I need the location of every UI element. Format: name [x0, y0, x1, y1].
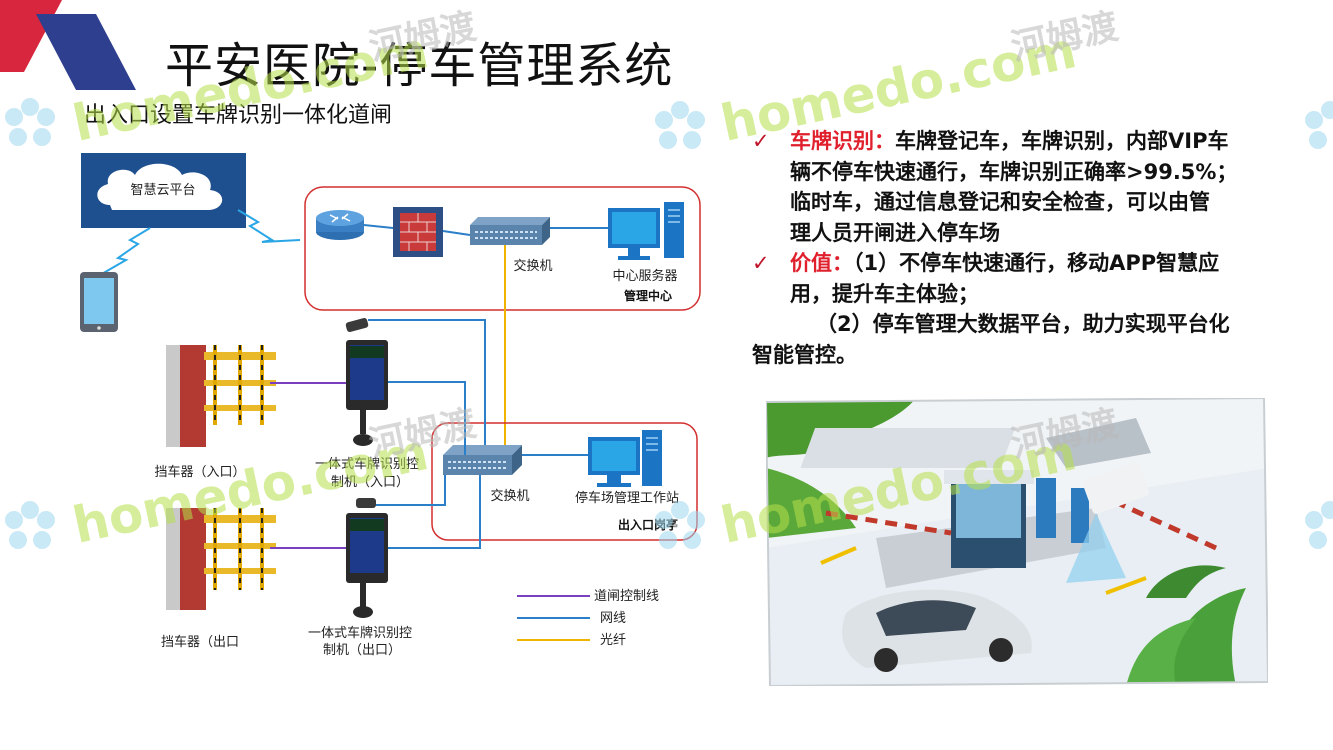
workstation-icon	[588, 430, 662, 487]
wireless-link-icon	[237, 209, 301, 243]
parking-lot-photo	[766, 398, 1268, 686]
bullet-text: 智能管控。	[752, 342, 857, 367]
bullet-text: （1）不停车快速通行，移动APP智慧应	[853, 251, 1220, 275]
bullet-plate-recognition: ✓ 车牌识别：车牌登记车，车牌识别，内部VIP车	[752, 126, 1312, 157]
switch-bottom-label: 交换机	[490, 488, 529, 504]
page-subtitle: 出入口设置车牌识别一体化道闸	[84, 103, 393, 128]
tablet-icon	[80, 272, 118, 332]
barrier-entry-label: 挡车器（入口）	[154, 464, 245, 480]
controller-entry-icon	[345, 317, 388, 446]
net-line-controller-entry	[388, 381, 466, 455]
bullet-value: ✓ 价值：（1）不停车快速通行，移动APP智慧应	[752, 248, 1312, 279]
bullet-text: 用，提升车主体验；	[790, 281, 979, 306]
booth-frame	[431, 422, 698, 541]
management-center-label: 管理中心	[624, 288, 672, 303]
net-line-firewall-switch	[442, 230, 471, 236]
net-line-camera-entry	[368, 319, 486, 445]
management-center-frame	[304, 186, 701, 311]
bullet-text: 理人员开闸进入停车场	[790, 220, 1000, 245]
barrier-entry-icon	[166, 345, 276, 447]
controller-exit-label-line1: 一体式车牌识别控	[308, 625, 412, 641]
checkmark-icon: ✓	[752, 129, 770, 153]
feature-bullets: ✓ 车牌识别：车牌登记车，车牌识别，内部VIP车 辆不停车快速通行，车牌识别正确…	[752, 126, 1312, 370]
router-icon	[316, 210, 364, 240]
watermark-flower-icon	[1300, 498, 1333, 562]
bullet-text: 临时车，通过信息登记和安全检查，可以由管	[790, 190, 1210, 214]
bullet-text: （2）停车管理大数据平台，助力实现平台化	[816, 312, 1230, 336]
controller-exit-icon	[346, 498, 388, 618]
legend: 道闸控制线 网线 光纤	[517, 589, 659, 648]
booth-label: 出入口岗亭	[618, 517, 678, 532]
page-title: 平安医院-停车管理系统	[165, 38, 674, 94]
checkmark-icon: ✓	[752, 251, 770, 275]
controller-entry-label-line1: 一体式车牌识别控	[315, 456, 419, 472]
firewall-icon	[393, 207, 443, 257]
watermark-text-cn: 河姆渡	[1007, 6, 1122, 69]
watermark-flower-icon	[0, 95, 60, 159]
legend-label-control: 道闸控制线	[594, 589, 659, 604]
camera-icon	[1082, 461, 1150, 515]
server-icon	[608, 202, 684, 260]
barrier-arm	[825, 510, 952, 536]
wireless-link-icon-2	[99, 227, 151, 276]
cloud-label: 智慧云平台	[130, 182, 195, 198]
controller-exit-label-line2: 制机（出口）	[323, 643, 401, 658]
network-diagram: 智慧云平台 交换机 中心服务器 管理中心	[80, 153, 701, 658]
legend-label-fiber: 光纤	[600, 633, 626, 648]
bullet-keyword: 车牌识别：	[790, 129, 895, 153]
switch-top-icon	[470, 217, 550, 245]
watermark-flower-icon	[0, 498, 60, 562]
barrier-exit-label: 挡车器（出口	[161, 634, 239, 650]
bullet-keyword: 价值：	[790, 251, 853, 275]
net-line-controller-exit	[388, 475, 481, 549]
bullet-text: 辆不停车快速通行，车牌识别正确率>99.5%；	[790, 159, 1238, 184]
switch-bottom-icon	[443, 445, 522, 475]
car-top	[1046, 418, 1151, 468]
bullet-text: 车牌登记车，车牌识别，内部VIP车	[895, 129, 1229, 153]
barrier-exit-icon	[166, 508, 276, 610]
corner-decoration	[0, 0, 136, 90]
net-line-camera-exit	[376, 475, 446, 506]
net-line-router-firewall	[363, 224, 394, 229]
blue-stripe-shape	[36, 14, 136, 90]
controller-entry-label-line2: 制机（入口）	[331, 475, 409, 490]
legend-label-network: 网线	[600, 611, 626, 626]
switch-top-label: 交换机	[513, 258, 552, 274]
cloud-icon	[97, 163, 223, 210]
server-label: 中心服务器	[612, 268, 677, 284]
workstation-label: 停车场管理工作站	[575, 490, 679, 506]
